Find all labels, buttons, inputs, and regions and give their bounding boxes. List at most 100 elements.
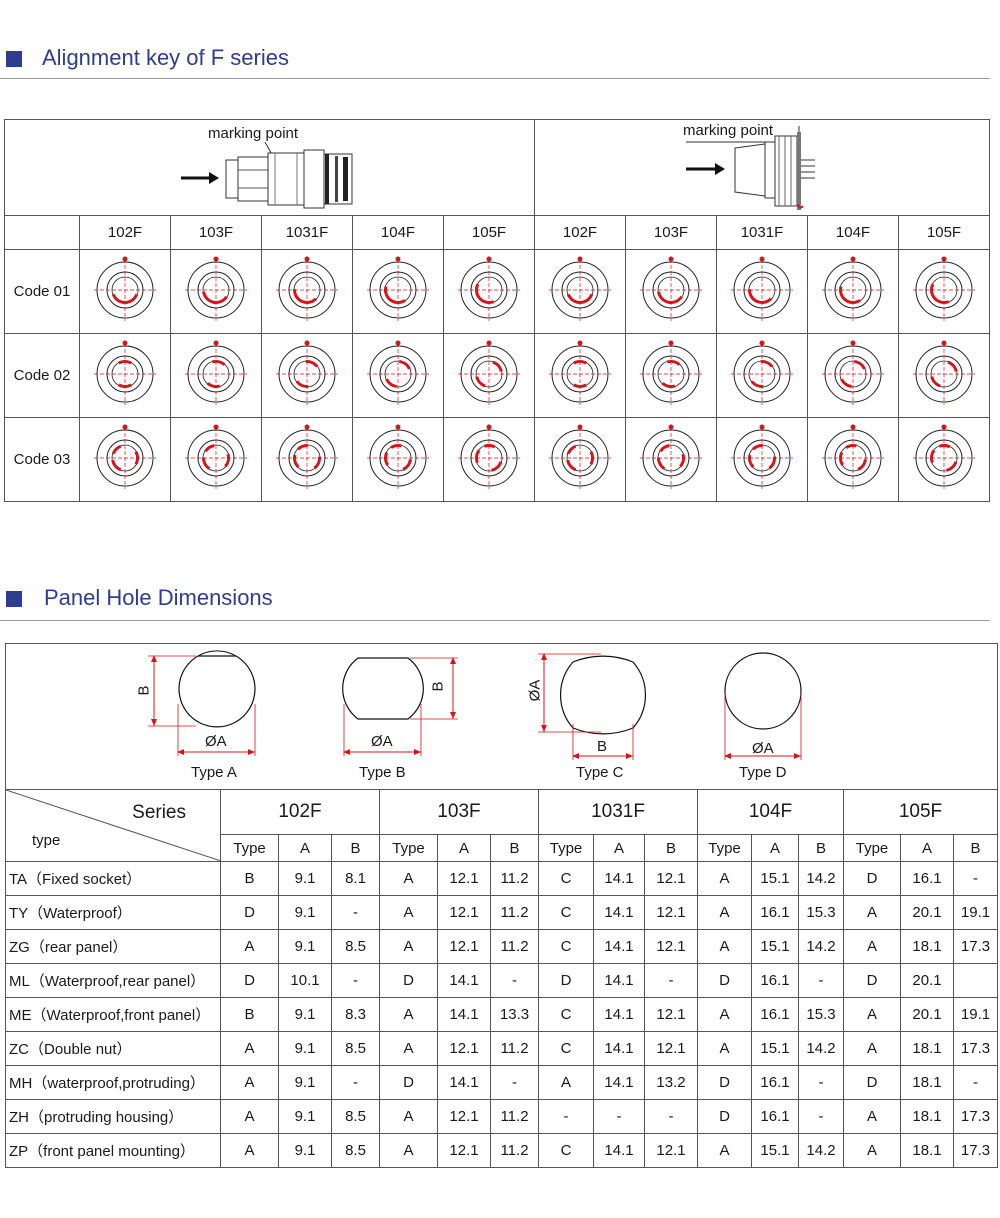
panel-shapes-illustration xyxy=(148,650,802,760)
table-cell: A xyxy=(697,929,752,964)
series-header: 105F xyxy=(843,789,998,835)
table-cell: B xyxy=(220,861,279,896)
table-cell: 8.5 xyxy=(331,1099,380,1134)
table-cell: 14.1 xyxy=(437,963,491,998)
table-cell: 12.1 xyxy=(437,861,491,896)
table-cell: D xyxy=(843,861,901,896)
socket-photo-cell: marking point xyxy=(534,119,990,216)
table-cell: A xyxy=(697,1133,752,1168)
socket-illustration xyxy=(686,126,815,210)
row-type-name: ZG（rear panel） xyxy=(5,929,221,964)
table-cell: A xyxy=(843,1133,901,1168)
alignment-key-diagram xyxy=(807,333,899,418)
alignment-key-diagram xyxy=(170,249,262,334)
key-diagram-icon xyxy=(549,424,611,489)
table-cell: 11.2 xyxy=(490,1031,539,1066)
table-cell: 14.1 xyxy=(593,929,645,964)
table-cell: 12.1 xyxy=(437,1133,491,1168)
table-cell: 15.1 xyxy=(751,861,799,896)
model-header: 103F xyxy=(625,215,717,250)
key-diagram-icon xyxy=(731,424,793,489)
alignment-key-diagram xyxy=(534,249,626,334)
model-header: 102F xyxy=(534,215,626,250)
table-cell: 10.1 xyxy=(278,963,332,998)
table-cell: 18.1 xyxy=(900,1099,954,1134)
table-cell: 14.2 xyxy=(798,1031,844,1066)
table-cell: - xyxy=(331,1065,380,1100)
dim-a-label: ØA xyxy=(752,740,774,757)
alignment-key-diagram xyxy=(625,333,717,418)
table-cell: 9.1 xyxy=(278,997,332,1032)
dim-b-label: B xyxy=(429,681,447,692)
section-divider xyxy=(0,78,990,79)
row-type-name: ZP（front panel mounting） xyxy=(5,1133,221,1168)
table-cell: 14.1 xyxy=(437,997,491,1032)
table-cell: A xyxy=(379,1031,438,1066)
table-cell: - xyxy=(644,963,698,998)
table-cell: A xyxy=(220,929,279,964)
table-cell: 18.1 xyxy=(900,1031,954,1066)
key-diagram-icon xyxy=(913,340,975,405)
section-header-alignment: Alignment key of F series xyxy=(0,44,990,74)
sub-header: A xyxy=(437,834,491,862)
table-cell: 14.1 xyxy=(593,895,645,930)
sub-header: B xyxy=(490,834,539,862)
table-cell: 12.1 xyxy=(644,1133,698,1168)
table-cell: 14.1 xyxy=(437,1065,491,1100)
table-cell: A xyxy=(220,1031,279,1066)
table-cell: 20.1 xyxy=(900,895,954,930)
table-cell: 20.1 xyxy=(900,963,954,998)
alignment-key-diagram xyxy=(261,417,353,502)
row-type-name: TY（Waterproof） xyxy=(5,895,221,930)
panel-hole-table: B ØA Type A B ØA Type B ØA B Type C ØA T… xyxy=(5,643,998,1168)
sub-header: B xyxy=(331,834,380,862)
row-type-name: MH（waterproof,protruding） xyxy=(5,1065,221,1100)
table-cell: 19.1 xyxy=(953,997,998,1032)
table-cell: 12.1 xyxy=(644,997,698,1032)
sub-header: Type xyxy=(538,834,594,862)
table-cell: A xyxy=(843,997,901,1032)
table-cell: - xyxy=(644,1099,698,1134)
row-type-name: TA（Fixed socket） xyxy=(5,861,221,896)
table-cell: D xyxy=(697,1099,752,1134)
table-cell: 19.1 xyxy=(953,895,998,930)
table-cell: - xyxy=(798,963,844,998)
model-header: 103F xyxy=(170,215,262,250)
table-cell: A xyxy=(843,895,901,930)
key-diagram-icon xyxy=(731,256,793,321)
alignment-key-diagram xyxy=(261,333,353,418)
key-diagram-icon xyxy=(367,340,429,405)
table-cell: 12.1 xyxy=(437,1031,491,1066)
table-cell: - xyxy=(953,1065,998,1100)
key-diagram-icon xyxy=(94,424,156,489)
table-cell: - xyxy=(490,1065,539,1100)
table-cell: 9.1 xyxy=(278,1031,332,1066)
table-cell: 11.2 xyxy=(490,929,539,964)
table-cell: 15.1 xyxy=(751,1133,799,1168)
table-cell: A xyxy=(220,1099,279,1134)
table-cell: A xyxy=(379,1133,438,1168)
table-cell: - xyxy=(798,1099,844,1134)
key-diagram-icon xyxy=(640,340,702,405)
table-cell: 9.1 xyxy=(278,929,332,964)
blank-header-cell xyxy=(4,215,80,250)
table-cell: 12.1 xyxy=(644,1031,698,1066)
table-cell: 16.1 xyxy=(751,1065,799,1100)
alignment-key-diagram xyxy=(534,333,626,418)
table-cell: C xyxy=(538,895,594,930)
key-diagram-icon xyxy=(640,256,702,321)
table-cell: 8.5 xyxy=(331,1031,380,1066)
table-cell: A xyxy=(843,1031,901,1066)
table-cell: 16.1 xyxy=(751,963,799,998)
sub-header: Type xyxy=(220,834,279,862)
shape-type-d-label: Type D xyxy=(739,764,787,781)
table-cell: A xyxy=(379,997,438,1032)
plug-illustration xyxy=(181,141,353,209)
table-cell: 12.1 xyxy=(437,1099,491,1134)
section-title: Alignment key of F series xyxy=(42,45,289,70)
alignment-key-diagram xyxy=(625,249,717,334)
alignment-key-diagram xyxy=(898,333,990,418)
